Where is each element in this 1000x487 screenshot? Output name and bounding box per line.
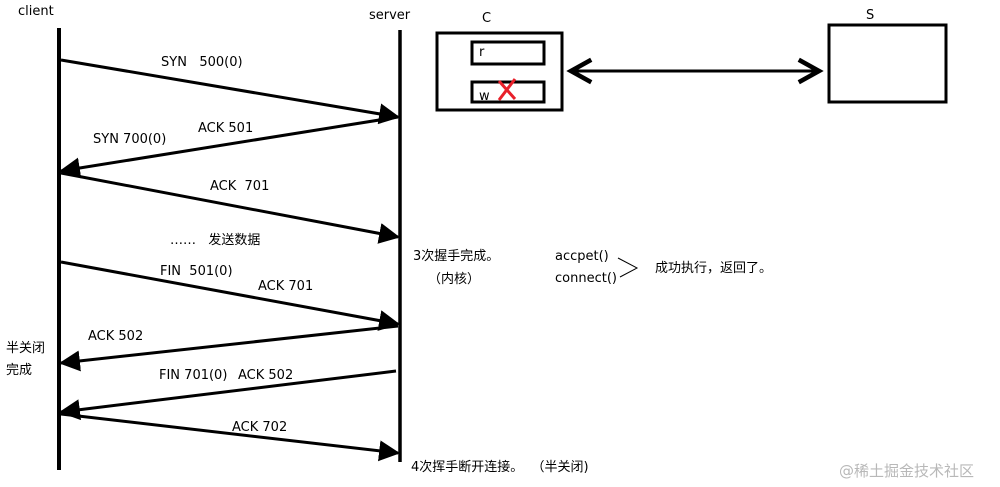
box-c bbox=[435, 31, 564, 112]
ack-502-arrow bbox=[58, 324, 399, 372]
box-s bbox=[827, 23, 948, 104]
box-s-label: S bbox=[866, 8, 874, 23]
msg-ack-701: ACK 701 bbox=[210, 179, 269, 194]
fin-701-arrow bbox=[58, 369, 397, 421]
note-half-close: 半关闭 bbox=[6, 341, 45, 356]
watermark: @稀土掘金技术社区 bbox=[839, 462, 974, 480]
syn-500-arrow bbox=[60, 58, 401, 125]
fin-501-arrow bbox=[60, 260, 401, 331]
ack-702-arrow bbox=[60, 412, 401, 462]
msg-syn-700: SYN 700(0) bbox=[93, 132, 166, 147]
read-buffer-label: r bbox=[479, 45, 485, 60]
syn-700-ack-501-arrow bbox=[58, 115, 399, 179]
msg-ack-702: ACK 702 bbox=[232, 420, 287, 435]
msg-ack-502: ACK 502 bbox=[88, 329, 143, 344]
msg-fin-701: FIN 701(0) bbox=[159, 368, 227, 383]
client-label: client bbox=[18, 4, 54, 19]
accept-call: accpet() bbox=[555, 249, 609, 264]
box-c-label: C bbox=[482, 11, 491, 26]
msg-syn-500: SYN 500(0) bbox=[161, 55, 243, 70]
note-send-data: …… 发送数据 bbox=[170, 232, 260, 248]
read-buffer bbox=[470, 40, 546, 66]
note-kernel: （内核） bbox=[428, 271, 480, 287]
note-returned: 成功执行，返回了。 bbox=[655, 261, 772, 276]
msg-fin-501: FIN 501(0) bbox=[160, 264, 233, 279]
ack-701-arrow bbox=[60, 171, 401, 244]
msg-ack-701-b: ACK 701 bbox=[258, 279, 313, 294]
msg-ack-502-b: ACK 502 bbox=[238, 368, 293, 383]
server-label: server bbox=[369, 8, 411, 23]
write-buffer bbox=[470, 80, 546, 104]
note-wave-done: 4次挥手断开连接。 （半关闭) bbox=[411, 459, 589, 475]
note-half-close-done: 完成 bbox=[6, 363, 32, 378]
connect-call: connect() bbox=[555, 271, 617, 286]
msg-ack-501: ACK 501 bbox=[198, 121, 253, 136]
note-handshake-done: 3次握手完成。 bbox=[413, 248, 499, 264]
write-buffer-label: w bbox=[479, 89, 490, 104]
cross-mark-icon bbox=[497, 78, 517, 101]
bracket-mark bbox=[617, 257, 639, 278]
